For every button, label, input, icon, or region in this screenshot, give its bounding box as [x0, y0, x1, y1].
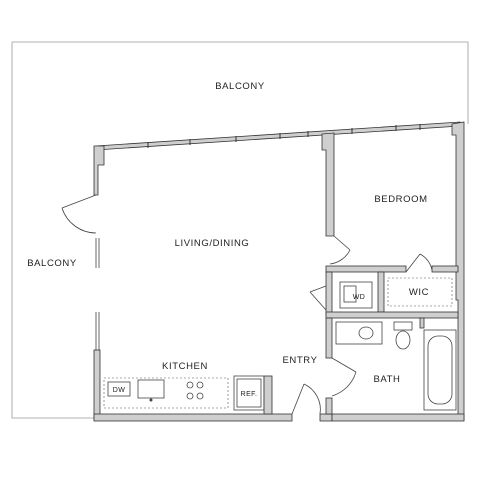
left-windows [95, 238, 100, 350]
laundry-wic-wall [377, 271, 385, 313]
refrigerator-inner [236, 378, 262, 408]
label-balcony-top: BALCONY [215, 81, 265, 92]
kitchen-sink [137, 379, 165, 399]
bedroom-partition-wall [321, 132, 335, 237]
balcony-outline [11, 41, 469, 419]
toilet-tank [393, 321, 413, 331]
bedroom-bottom-wall-right [431, 265, 459, 273]
kitchen-counter [103, 377, 229, 409]
label-wd: WD [353, 294, 365, 301]
exterior-wall-top [95, 121, 461, 151]
exterior-wall-left [93, 145, 105, 196]
cooktop [186, 381, 204, 400]
bath-sink [358, 326, 374, 340]
exterior-wall-bottom-left [93, 413, 293, 422]
bath-left-wall-lower [325, 397, 333, 415]
wd-inner [343, 285, 357, 303]
label-balcony-left: BALCONY [27, 258, 77, 269]
label-kitchen: KITCHEN [162, 361, 208, 372]
toilet-bowl [395, 330, 411, 350]
balcony-door-swing [61, 194, 97, 234]
wic-shelving [387, 277, 453, 307]
exterior-wall-bottom-right [331, 413, 465, 422]
label-dw: DW [113, 387, 125, 394]
label-wic: WIC [409, 287, 429, 298]
bathtub [423, 329, 457, 411]
label-living-dining: LIVING/DINING [175, 238, 250, 249]
dishwasher [107, 381, 131, 397]
label-ref: REF. [241, 391, 258, 398]
bath-top-wall [325, 311, 459, 319]
entry-door-swing [291, 383, 321, 415]
bedroom-door-swing [329, 235, 351, 265]
label-bath: BATH [373, 374, 400, 385]
window-marks [147, 124, 421, 148]
exterior-wall-left-lower [93, 349, 101, 421]
laundry-left-wall [325, 271, 333, 317]
exterior-wall-bottom-mid [319, 413, 333, 422]
bedroom-bottom-wall [325, 265, 407, 273]
label-bedroom: BEDROOM [374, 194, 427, 205]
wd-unit [339, 281, 373, 309]
bath-left-wall [325, 317, 333, 359]
bathtub-inner [427, 335, 453, 405]
wic-door-swing [405, 253, 433, 273]
bath-door-swing [331, 357, 357, 397]
kitchen-pantry-wall [263, 375, 273, 415]
laundry-door-swing [309, 285, 327, 311]
label-entry: ENTRY [282, 355, 317, 366]
kitchen-faucet [149, 398, 153, 402]
bath-right-divider [419, 317, 425, 329]
vanity-counter [335, 321, 383, 345]
